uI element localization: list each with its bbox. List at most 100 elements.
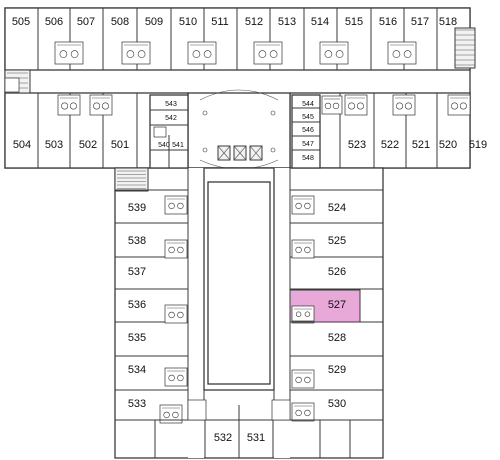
toilet-icon bbox=[61, 102, 69, 110]
room-label: 544 bbox=[302, 101, 314, 108]
room-label: 517 bbox=[411, 16, 429, 28]
bathroom-icon bbox=[344, 94, 368, 116]
toilet-icon bbox=[163, 411, 170, 419]
toilet-icon bbox=[304, 246, 311, 254]
column bbox=[270, 147, 276, 153]
room-label: 514 bbox=[311, 16, 329, 28]
elevator-x bbox=[249, 145, 263, 161]
toilet-icon bbox=[177, 246, 184, 254]
service-rooms bbox=[291, 94, 321, 169]
column bbox=[202, 110, 208, 116]
column bbox=[202, 147, 208, 153]
bathroom-icon bbox=[291, 195, 315, 215]
room-label: 502 bbox=[79, 139, 97, 151]
room-label: 537 bbox=[128, 266, 146, 278]
toilet-icon bbox=[392, 50, 401, 58]
toilet-icon bbox=[168, 202, 175, 210]
room-label: 505 bbox=[12, 16, 30, 28]
room-label: 535 bbox=[128, 332, 146, 344]
room-label: 523 bbox=[348, 139, 366, 151]
toilet-icon bbox=[70, 50, 79, 58]
room-label: 547 bbox=[302, 141, 314, 148]
bathroom-icon bbox=[291, 239, 315, 259]
wc bbox=[187, 399, 207, 421]
room-label: 542 bbox=[165, 115, 177, 122]
room-label: 545 bbox=[302, 114, 314, 121]
bathroom-icon bbox=[447, 94, 471, 116]
toilet-icon bbox=[324, 50, 333, 58]
bathroom-icon bbox=[253, 41, 283, 65]
room-label: 531 bbox=[247, 432, 265, 444]
room-label: 526 bbox=[328, 266, 346, 278]
room-label: 511 bbox=[211, 16, 229, 28]
toilet-icon bbox=[269, 50, 278, 58]
toilet-icon bbox=[59, 50, 68, 58]
lobby-curve bbox=[199, 89, 279, 101]
room-label: 520 bbox=[439, 139, 457, 151]
room-label: 508 bbox=[111, 16, 129, 28]
bathroom-icon bbox=[291, 402, 315, 422]
room-label: 524 bbox=[328, 202, 346, 214]
stair-top-right bbox=[454, 27, 476, 69]
room-label: 534 bbox=[128, 364, 146, 376]
room-label: 530 bbox=[328, 398, 346, 410]
corridor-right bbox=[274, 168, 290, 458]
toilet-icon bbox=[192, 50, 201, 58]
room-label: 536 bbox=[128, 299, 146, 311]
room-label: 515 bbox=[345, 16, 363, 28]
toilet-icon bbox=[356, 102, 364, 110]
room-label: 532 bbox=[214, 432, 232, 444]
toilet-icon bbox=[168, 374, 175, 382]
toilet-icon bbox=[335, 50, 344, 58]
bathroom-icon bbox=[164, 195, 188, 215]
room-label: 516 bbox=[379, 16, 397, 28]
bathroom-icon bbox=[387, 41, 417, 65]
room-label: 540 bbox=[158, 142, 170, 149]
room-label: 503 bbox=[45, 139, 63, 151]
room-label: 528 bbox=[328, 332, 346, 344]
room-label: 501 bbox=[111, 139, 129, 151]
toilet-icon bbox=[168, 246, 175, 254]
toilet-icon bbox=[396, 102, 404, 110]
room-label: 541 bbox=[172, 142, 184, 149]
toilet-icon bbox=[304, 202, 311, 210]
room-label: 521 bbox=[412, 139, 430, 151]
room-label: 538 bbox=[128, 235, 146, 247]
room-label: 539 bbox=[128, 202, 146, 214]
room-label: 513 bbox=[278, 16, 296, 28]
room-label: 527 bbox=[328, 299, 346, 311]
bathroom-icon bbox=[121, 41, 151, 65]
corridor-left bbox=[188, 168, 204, 458]
stair-wing bbox=[114, 167, 149, 192]
room-label: 509 bbox=[145, 16, 163, 28]
room-label: 548 bbox=[302, 155, 314, 162]
toilet-icon bbox=[404, 102, 412, 110]
bathroom-icon bbox=[291, 305, 315, 322]
toilet-icon bbox=[324, 102, 332, 110]
toilet-icon bbox=[295, 246, 302, 254]
bathroom-icon bbox=[57, 94, 81, 116]
toilet-icon bbox=[172, 411, 179, 419]
bathroom-icon bbox=[164, 304, 188, 324]
bathroom-icon bbox=[89, 94, 113, 116]
toilet-icon bbox=[69, 102, 77, 110]
wc bbox=[271, 399, 291, 421]
toilet-icon bbox=[101, 102, 109, 110]
atrium-inner bbox=[207, 181, 271, 385]
elevator-x bbox=[233, 145, 247, 161]
toilet-icon bbox=[304, 409, 311, 417]
toilet-icon bbox=[177, 311, 184, 319]
toilet-icon bbox=[451, 102, 459, 110]
toilet-icon bbox=[258, 50, 267, 58]
room-label: 510 bbox=[179, 16, 197, 28]
wc bbox=[4, 77, 20, 93]
toilet-icon bbox=[304, 376, 311, 384]
toilet-icon bbox=[168, 311, 175, 319]
bathroom-icon bbox=[54, 41, 84, 65]
bathroom-icon bbox=[392, 94, 416, 116]
bathroom-icon bbox=[164, 239, 188, 259]
toilet-icon bbox=[295, 202, 302, 210]
elevator-x bbox=[217, 145, 231, 161]
